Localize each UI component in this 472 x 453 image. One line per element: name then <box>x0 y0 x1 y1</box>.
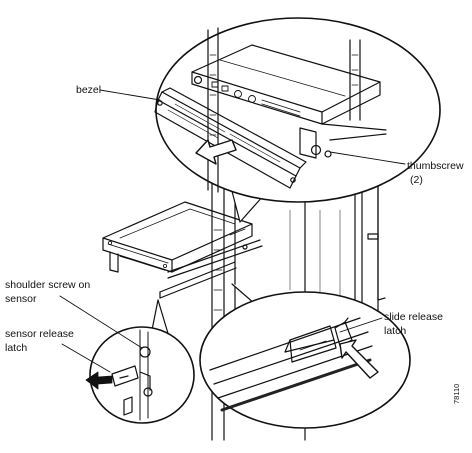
slide-release-arrow-icon <box>339 339 379 379</box>
sensor-release-label-line2: latch <box>5 342 28 354</box>
bezel-label: bezel <box>76 84 102 96</box>
figure-id: 78110 <box>452 383 461 404</box>
magnifier-circle-sensor <box>85 299 195 424</box>
leader-lines <box>59 89 406 373</box>
sensor-release-label-line1: sensor release <box>5 328 74 340</box>
chassis-on-slide-rails <box>102 201 263 299</box>
thumbscrew-count-label: (2) <box>410 174 423 186</box>
magnifier-circle-bezel <box>154 17 441 223</box>
thumbscrew-left-icon <box>193 75 203 85</box>
push-arrow-icon <box>195 139 237 165</box>
thumbscrew-label: thumbscrew <box>407 160 464 172</box>
shoulder-screw-label-line2: sensor <box>5 293 37 305</box>
shoulder-screw-icon <box>139 346 151 358</box>
slide-release-label-line2: latch <box>384 325 407 337</box>
sensor-release-arrow-icon <box>85 371 113 390</box>
shoulder-screw-label-line1: shoulder screw on <box>5 279 91 291</box>
slide-release-label-line1: slide release <box>384 311 443 323</box>
